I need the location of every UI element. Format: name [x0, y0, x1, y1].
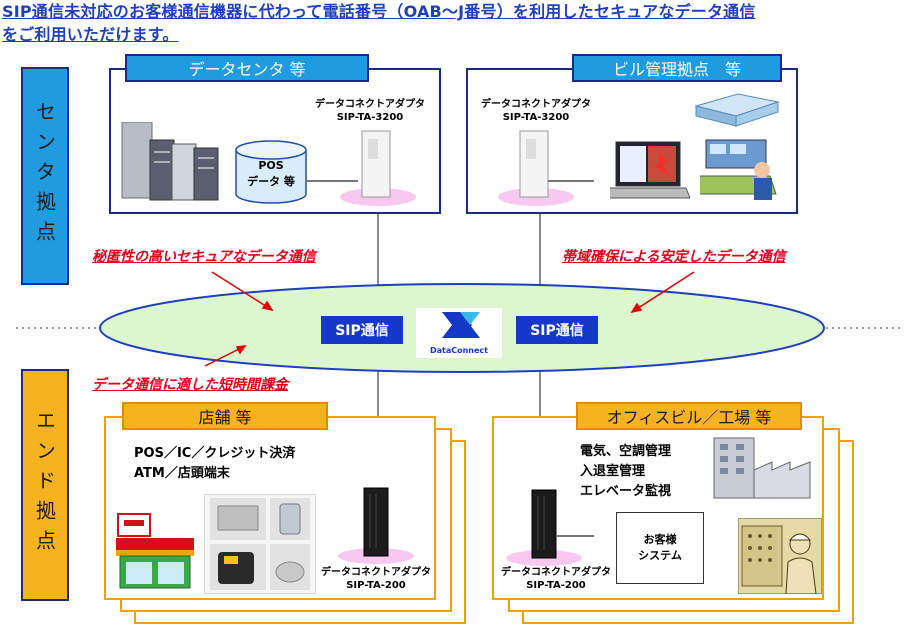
building-adapter-device — [498, 130, 594, 206]
headline-line2: をご利用いただけます。 — [2, 25, 179, 44]
note-secure: 秘匿性の高いセキュアなデータ通信 — [92, 249, 316, 265]
building-title: ビル管理拠点 等 — [572, 54, 782, 82]
dataconnect-logo-icon — [442, 312, 480, 338]
payment-terminals-icon — [204, 494, 316, 594]
database-label-line2: データ 等 — [247, 175, 295, 188]
headline-line1: SIP通信未対応のお客様通信機器に代わって電話番号（OAB～J番号）を利用したセ… — [2, 2, 756, 21]
datacenter-title: データセンタ 等 — [125, 54, 369, 82]
customer-system-box: お客様 システム — [616, 512, 704, 584]
store-adapter-device — [338, 487, 414, 564]
datacenter-adapter-device — [306, 130, 416, 206]
maintenance-worker-icon — [738, 518, 822, 594]
customer-system-line1: お客様 — [643, 533, 677, 546]
database-label-line1: POS — [258, 159, 284, 172]
database-icon — [235, 140, 307, 204]
note-bandwidth: 帯域確保による安定したデータ通信 — [562, 249, 786, 265]
datacenter-adapter-model: SIP-TA-3200 — [336, 112, 404, 123]
store-title: 店舗 等 — [122, 402, 328, 430]
office-adapter-device — [506, 489, 594, 566]
database-label: POS データ 等 — [234, 158, 308, 190]
office-line2: 入退室管理 — [580, 464, 646, 479]
end-zone-text: エンド拠点 — [32, 410, 57, 560]
office-adapter-model: SIP-TA-200 — [526, 580, 586, 591]
store-adapter-model: SIP-TA-200 — [346, 580, 406, 591]
dataconnect-logo-text: DataConnect — [429, 346, 488, 355]
customer-system-line2: システム — [638, 549, 682, 562]
note-billing: データ通信に適した短時間課金 — [92, 377, 288, 393]
headline: SIP通信未対応のお客様通信機器に代わって電話番号（OAB～J番号）を利用したセ… — [2, 0, 918, 46]
office-line3: エレベータ監視 — [580, 484, 672, 499]
dataconnect-logo: DataConnect — [416, 308, 502, 358]
office-adapter-name: データコネクトアダプタ — [501, 567, 611, 578]
store-line2: ATM／店頭端末 — [134, 466, 230, 481]
datacenter-adapter-name: データコネクトアダプタ — [315, 99, 425, 110]
office-adapter-label: データコネクトアダプタ SIP-TA-200 — [486, 566, 626, 592]
store-adapter-label: データコネクトアダプタ SIP-TA-200 — [306, 566, 446, 592]
building-adapter-label: データコネクトアダプタ SIP-TA-3200 — [466, 98, 606, 124]
datacenter-adapter-label: データコネクトアダプタ SIP-TA-3200 — [300, 98, 440, 124]
office-line1: 電気、空調管理 — [580, 444, 672, 459]
end-zone-label: エンド拠点 — [21, 369, 69, 601]
office-description: 電気、空調管理 入退室管理 エレベータ監視 — [580, 442, 671, 502]
store-adapter-name: データコネクトアダプタ — [321, 567, 431, 578]
storefront-icon — [116, 513, 194, 589]
building-adapter-model: SIP-TA-3200 — [502, 112, 570, 123]
store-description: POS／IC／クレジット決済 ATM／店頭端末 — [134, 444, 295, 484]
sip-badge-right: SIP通信 — [516, 316, 598, 344]
note-arrows — [204, 271, 695, 367]
server-rack-icon — [121, 122, 219, 201]
monitoring-laptop-icon — [610, 141, 690, 199]
office-building-icon — [694, 93, 780, 127]
store-line1: POS／IC／クレジット決済 — [134, 446, 296, 461]
building-adapter-name: データコネクトアダプタ — [481, 99, 591, 110]
center-zone-text: センタ拠点 — [32, 101, 57, 251]
office-title: オフィスビル／工場 等 — [576, 402, 802, 430]
factory-building-icon — [713, 437, 811, 499]
operator-console-icon — [700, 139, 777, 200]
center-zone-label: センタ拠点 — [21, 67, 69, 285]
sip-badge-left: SIP通信 — [321, 316, 403, 344]
